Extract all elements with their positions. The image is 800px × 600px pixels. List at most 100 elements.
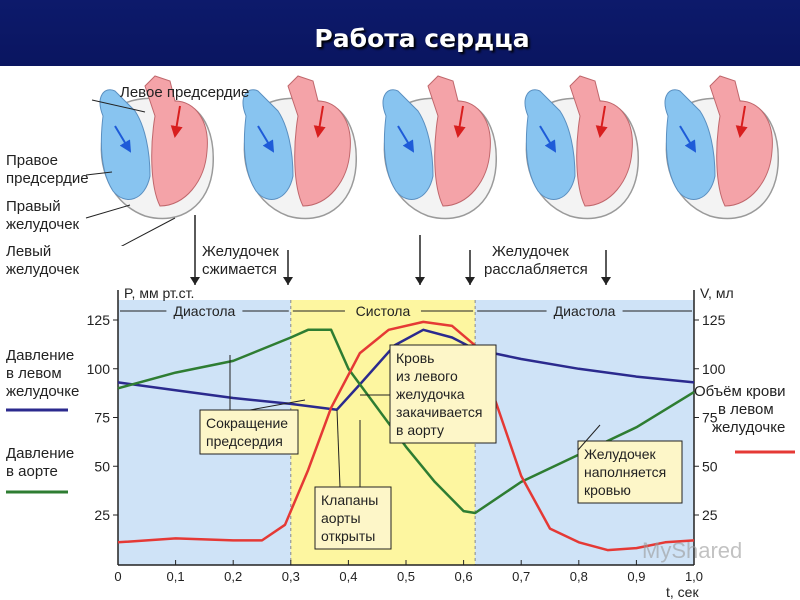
- legend-lv-pressure-3: желудочке: [6, 383, 80, 400]
- blood-flow-red: [313, 105, 326, 138]
- x-tick-label: 0,4: [339, 569, 357, 584]
- x-tick-label: 1,0: [685, 569, 703, 584]
- x-tick-label: 0: [114, 569, 121, 584]
- y-tick-label-right: 25: [702, 507, 718, 523]
- x-tick-label: 0,6: [455, 569, 473, 584]
- label-pointer-1: [91, 99, 146, 113]
- y-tick-label-right: 125: [702, 312, 726, 328]
- phase-band-3: [475, 300, 694, 565]
- label-ventricle-relaxes-2: расслабляется: [484, 261, 588, 278]
- phase-arrowhead-5: [601, 277, 611, 285]
- left-heart-chambers: [427, 75, 491, 207]
- legend-lv-pressure-1: Давление: [6, 347, 75, 364]
- label-ventricle-relaxes-1: Желудочек: [492, 243, 569, 260]
- heart-5: [664, 75, 779, 220]
- label-pointer-3: [85, 204, 131, 219]
- phase-arrowhead-3: [415, 277, 425, 285]
- annotation-atrial-contraction-box: [199, 409, 299, 455]
- phase-arrowhead-2: [283, 277, 293, 285]
- x-tick-label: 0,2: [224, 569, 242, 584]
- annotation-blood-pumped-line: в аорту: [396, 422, 444, 438]
- page-title: Работа сердца: [314, 24, 530, 53]
- title-bar: Работа сердца: [0, 0, 800, 66]
- left-heart-chambers: [144, 75, 208, 207]
- legend-aorta-pressure-1: Давление: [6, 445, 75, 462]
- annotation-pointer-2: [249, 399, 306, 411]
- phase-label-1: Диастола: [174, 303, 236, 319]
- annotation-pointer-3: [336, 409, 341, 488]
- x-tick-label: 0,1: [167, 569, 185, 584]
- annotation-ventricle-fills-line: наполняется: [584, 464, 666, 480]
- label-right-atrium-1: Правое: [6, 152, 58, 169]
- annotation-pointer-6: [577, 424, 601, 451]
- blood-flow-blue: [114, 125, 132, 153]
- label-ventricle-contracts-2: сжимается: [202, 261, 277, 278]
- label-right-ventricle-2: желудочек: [6, 216, 80, 233]
- annotation-ventricle-fills-line: Желудочек: [584, 446, 657, 462]
- blood-flow-blue: [257, 125, 275, 153]
- phase-label-2: Систола: [356, 303, 411, 319]
- label-left-ventricle-2: желудочек: [6, 261, 80, 278]
- annotation-atrial-contraction-line: Сокращение: [206, 415, 288, 431]
- y-tick-label-left: 100: [87, 361, 111, 377]
- y-tick-label-right: 50: [702, 458, 718, 474]
- x-tick-label: 0,5: [397, 569, 415, 584]
- series-lv_volume: [117, 320, 695, 552]
- x-tick-label: 0,8: [570, 569, 588, 584]
- phase-arrowhead-4: [465, 277, 475, 285]
- label-pointer-4: [120, 217, 176, 246]
- blood-flow-blue: [539, 125, 557, 153]
- series-lv_pressure: [117, 328, 695, 411]
- label-right-ventricle-1: Правый: [6, 198, 61, 215]
- left-heart-chambers: [709, 75, 773, 207]
- x-tick-label: 0,9: [627, 569, 645, 584]
- heart-4: [524, 75, 639, 220]
- x-tick-label: 0,3: [282, 569, 300, 584]
- y-axis-right-label: V, мл: [700, 285, 734, 301]
- annotation-blood-pumped-line: Кровь: [396, 350, 434, 366]
- annotation-aortic-valves-box: [314, 486, 392, 550]
- blood-flow-red: [735, 105, 748, 138]
- phase-label-3: Диастола: [554, 303, 616, 319]
- annotation-atrial-contraction-line: предсердия: [206, 433, 283, 449]
- legend-aorta-pressure-2: в аорте: [6, 463, 58, 480]
- annotation-blood-pumped-box: [389, 344, 497, 444]
- annotation-blood-pumped-line: желудочка: [396, 386, 465, 402]
- annotation-atrial-contraction: Сокращение предсердия: [199, 409, 299, 455]
- x-tick-label: 0,7: [512, 569, 530, 584]
- watermark: MyShared: [642, 538, 742, 563]
- phase-arrowhead-1: [190, 277, 200, 285]
- legend-lv-volume-3: желудочке: [712, 419, 786, 436]
- y-tick-label-left: 125: [87, 312, 111, 328]
- annotation-ventricle-fills-line: кровью: [584, 482, 631, 498]
- y-tick-label-left: 50: [94, 458, 110, 474]
- y-tick-label-left: 75: [94, 410, 110, 426]
- annotation-aortic-valves-line: Клапаны: [321, 492, 378, 508]
- label-pointer-2: [85, 171, 113, 176]
- heart-1: [99, 75, 214, 220]
- label-left-ventricle-1: Левый: [6, 243, 52, 260]
- heart-3: [382, 75, 497, 220]
- blood-flow-blue: [397, 125, 415, 153]
- y-tick-label-right: 75: [702, 410, 718, 426]
- y-tick-label-left: 25: [94, 507, 110, 523]
- blood-flow-red: [170, 105, 183, 138]
- label-left-atrium: Левое предсердие: [120, 84, 250, 101]
- annotation-ventricle-fills: Желудочек наполняется кровью: [577, 440, 683, 504]
- legend-lv-volume-1: Объём крови: [694, 383, 786, 400]
- annotation-aortic-valves: Клапаны аорты открыты: [314, 486, 392, 550]
- x-axis-label: t, сек: [666, 584, 699, 600]
- annotation-blood-pumped: Кровь из левого желудочка закачивается в аор…: [389, 344, 497, 444]
- annotation-blood-pumped-line: закачивается: [396, 404, 482, 420]
- legend-lv-volume-2: в левом: [718, 401, 774, 418]
- blood-flow-red: [453, 105, 466, 138]
- left-heart-chambers: [287, 75, 351, 207]
- annotation-blood-pumped-line: из левого: [396, 368, 458, 384]
- label-ventricle-contracts-1: Желудочек: [202, 243, 279, 260]
- blood-flow-blue: [679, 125, 697, 153]
- annotation-aortic-valves-line: аорты: [321, 510, 361, 526]
- label-right-atrium-2: предсердие: [6, 170, 89, 187]
- annotation-ventricle-fills-box: [577, 440, 683, 504]
- annotation-aortic-valves-line: открыты: [321, 528, 375, 544]
